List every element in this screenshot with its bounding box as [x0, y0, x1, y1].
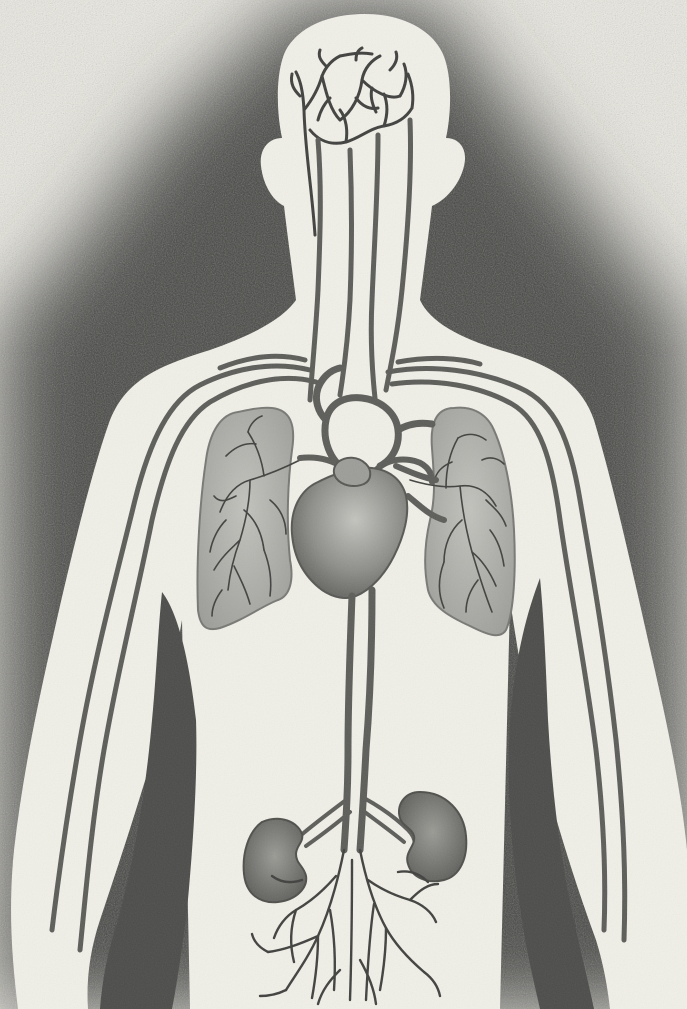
- print-grain: [0, 0, 687, 1009]
- illustration-canvas: [0, 0, 687, 1009]
- circulatory-system-illustration: [0, 0, 687, 1009]
